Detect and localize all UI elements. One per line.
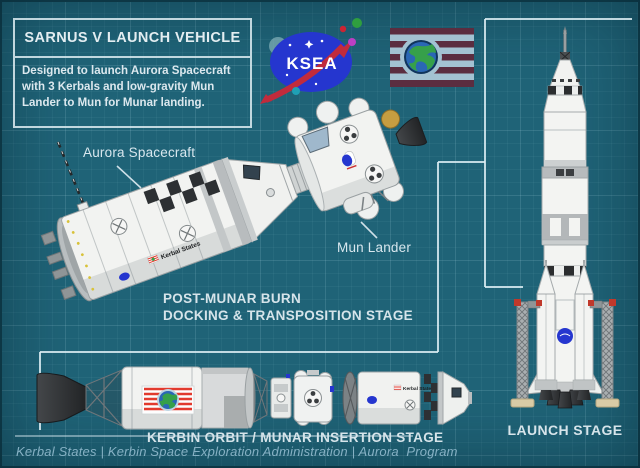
launch-vehicle-art [510,26,620,409]
booster-left [534,260,558,400]
ksea-logo-globe [270,32,352,92]
stowed-lander [293,370,334,426]
engine-truss [85,369,123,427]
aurora-stack: Kerbal States [342,371,472,425]
ksea-decal [119,272,130,281]
core-ksea-decal [557,328,573,344]
launch-clamp-right [588,299,620,408]
lander-decal [341,150,357,170]
ksea-logo [260,32,354,104]
poster-title: SARNUS V LAUNCH VEHICLE [15,20,250,58]
flag-emblem-continents [409,44,436,71]
adapter-truss [253,373,268,423]
description-line-2: with 3 Kerbals and low-gravity Mun [22,81,215,93]
mun-lander-craft [287,97,428,220]
kerbal-states-flag [390,28,474,87]
svg-text:Kerbal States: Kerbal States [403,386,434,392]
post-munar-line-1: POST-MUNAR BURN [163,291,301,306]
poster-description: Designed to launch Aurora Spacecraft wit… [15,58,250,111]
ksea-logo-tail [260,94,272,104]
kerbin-insertion-stage-art: Kerbal States [36,366,472,430]
label-aurora-spacecraft: Aurora Spacecraft [83,145,196,160]
aurora-service-module: Kerbal States [40,159,253,302]
ksea-logo-text: KSEA [286,54,338,73]
decor-dots [292,18,362,95]
checker-stripes [143,171,221,213]
leader-lines [116,165,378,239]
stage-title-launch: LAUNCH STAGE [507,422,623,438]
escape-tower [563,29,567,55]
flange-dots [66,220,95,291]
aurora-capsule [221,157,299,243]
ksea-logo-swoosh [264,43,346,103]
title-box: SARNUS V LAUNCH VEHICLE Designed to laun… [13,18,252,128]
stage-title-post-munar: POST-MUNAR BURN DOCKING & TRANSPOSITION … [163,290,413,324]
docking-assembly: Kerbal States [40,97,428,302]
stage-title-kerbin-orbit: KERBIN ORBIT / MUNAR INSERTION STAGE [147,430,444,445]
gold-tank [381,109,401,129]
label-mun-lander: Mun Lander [337,240,412,255]
footer-credit: Kerbal States | Kerbin Space Exploration… [16,444,458,459]
launch-clamp-left [510,299,542,408]
kerbal-states-decal-2: Kerbal States [393,384,434,392]
panel-divider-lines [15,18,632,437]
booster-right [572,260,596,400]
tank-flag-decal [141,385,195,415]
tug-module [270,374,292,419]
upper-stage [543,111,587,167]
description-line-1: Designed to launch Aurora Spacecraft [22,65,231,77]
ksea-logo-stars [285,39,337,86]
stage-engine-bell [36,372,87,424]
post-munar-line-2: DOCKING & TRANSPOSITION STAGE [163,308,413,323]
lander-engine-bell [395,116,428,146]
description-line-3: Lander to Mun for Munar landing. [22,97,205,109]
